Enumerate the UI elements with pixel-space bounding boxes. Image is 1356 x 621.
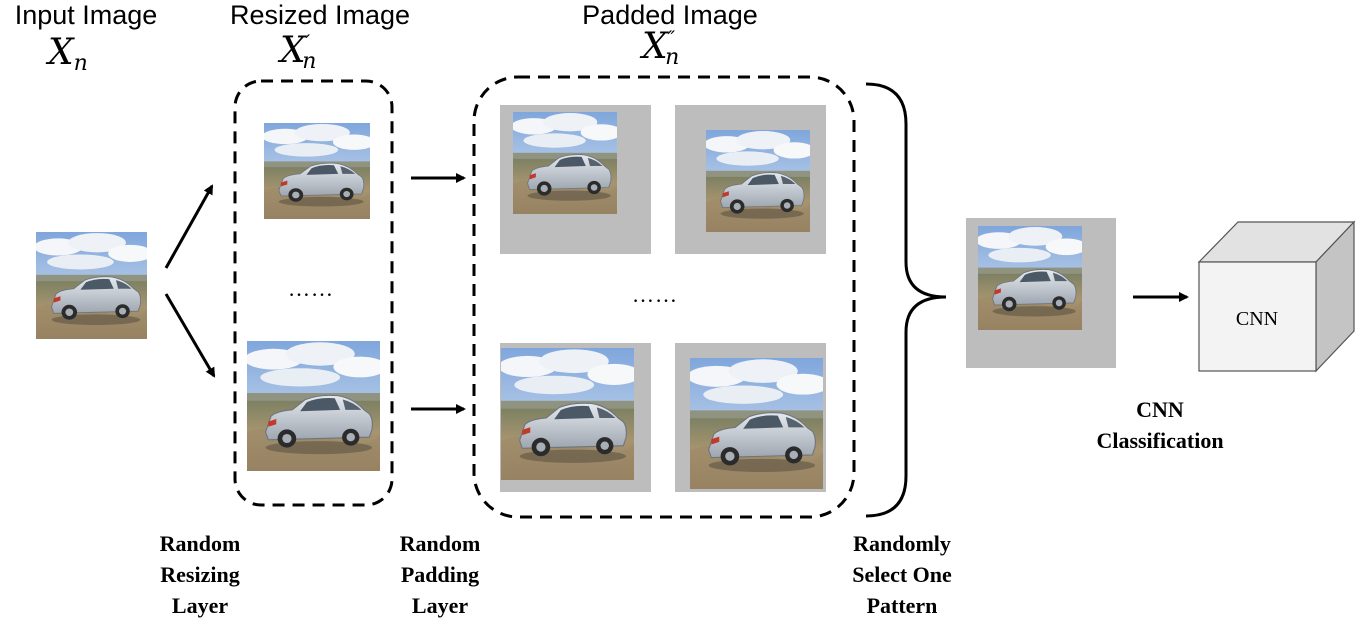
padded-image-4-car bbox=[687, 358, 829, 489]
caption-randomly-select-one-pattern: Randomly Select One Pattern bbox=[832, 528, 972, 621]
curly-brace-icon bbox=[866, 84, 946, 516]
padded-image-3-car bbox=[498, 348, 640, 480]
cnn-label: CNN bbox=[1236, 308, 1278, 330]
caption-random-resizing-layer: Random Resizing Layer bbox=[140, 528, 260, 621]
resized-car-small bbox=[262, 123, 375, 219]
resized-car-large bbox=[244, 341, 386, 471]
selected-image-car bbox=[976, 226, 1087, 330]
arrow-to-resized-bottom bbox=[166, 294, 214, 376]
caption-cnn-classification: CNN Classification bbox=[1080, 394, 1240, 456]
arrow-to-resized-top bbox=[166, 186, 212, 268]
cnn-cube-icon: CNN bbox=[1199, 222, 1354, 371]
caption-random-padding-layer: Random Padding Layer bbox=[380, 528, 500, 621]
padded-image-2-car bbox=[704, 130, 815, 232]
input-car-photo bbox=[34, 232, 153, 339]
padded-image-1-car bbox=[511, 112, 622, 214]
